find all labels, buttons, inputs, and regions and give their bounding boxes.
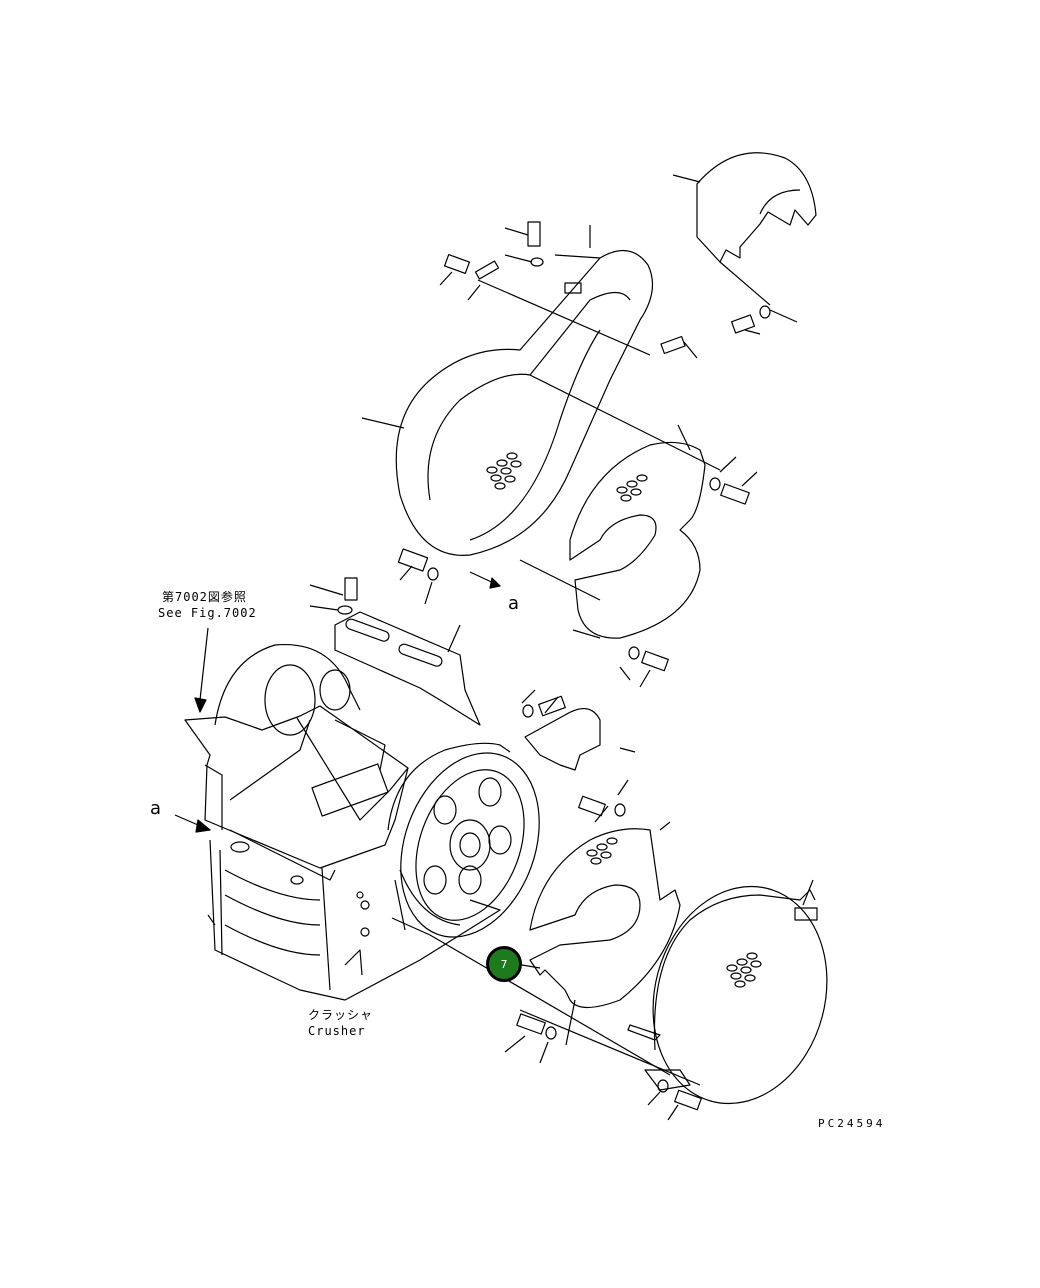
lower-right-bolts <box>647 1079 702 1121</box>
lower-arrow-a <box>174 814 211 833</box>
callout-leader-line <box>521 964 541 969</box>
hopper-plate <box>334 611 481 726</box>
see-fig-arrow <box>194 627 209 713</box>
mid-bolts-and-arrow <box>309 548 501 615</box>
crusher-label-jp: クラッシャ <box>308 1008 374 1022</box>
flywheel <box>387 742 540 938</box>
upper-right-bolt <box>730 305 798 335</box>
part-callout-7[interactable]: 7 <box>486 946 522 982</box>
crusher-body <box>184 643 501 1001</box>
arrow-label-upper: a <box>508 593 520 614</box>
drawing-code: PC24594 <box>818 1117 886 1130</box>
reference-label-en: See Fig.7002 <box>158 606 257 620</box>
lower-disc-cover <box>529 821 681 1046</box>
lower-drum-cover <box>429 879 828 1105</box>
lower-drum-vent-holes <box>726 952 762 988</box>
lower-left-bolts <box>504 1013 557 1064</box>
top-cover-part <box>672 152 817 306</box>
lower-disc-vent-holes <box>586 837 618 865</box>
upper-left-bolts <box>439 221 698 359</box>
arrow-label-lower: a <box>150 798 162 819</box>
crusher-label-en: Crusher <box>308 1024 366 1038</box>
reference-label-jp: 第7002図参照 <box>162 590 247 604</box>
upper-belt-guard <box>361 225 721 601</box>
upper-guard-vent-holes <box>486 452 522 490</box>
upper-disc-vent-holes <box>616 474 648 502</box>
lower-bracket-and-bolts <box>521 689 636 823</box>
upper-right-disc-cover <box>569 424 758 688</box>
